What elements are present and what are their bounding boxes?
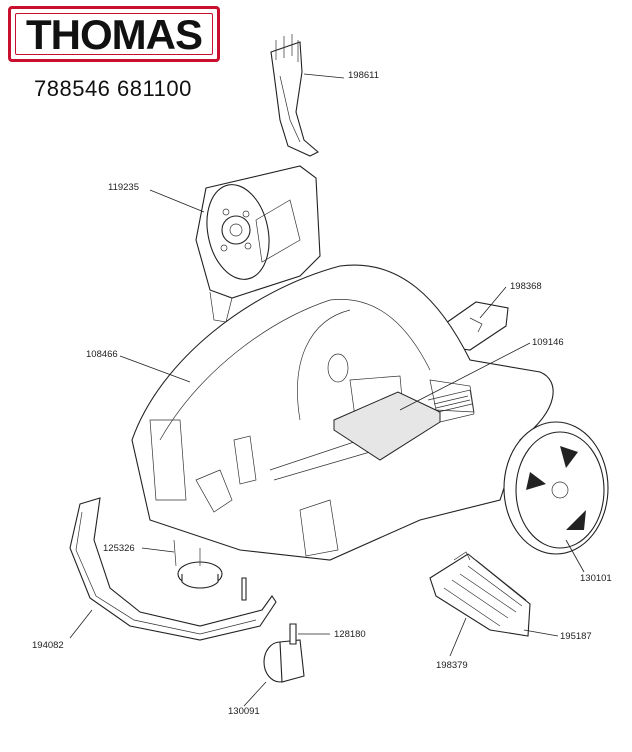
label-130101: 130101 xyxy=(580,573,612,584)
part-119235-drawing xyxy=(195,165,321,323)
logo-border xyxy=(15,13,213,55)
model-numbers: 788546 681100 xyxy=(34,76,192,101)
label-198611: 198611 xyxy=(348,70,379,81)
part-109146-drawing xyxy=(333,389,475,461)
part-130101-drawing xyxy=(503,421,609,555)
leader-lines xyxy=(69,73,585,707)
label-119235: 119235 xyxy=(108,182,139,193)
label-198379: 198379 xyxy=(436,660,468,671)
label-125326: 125326 xyxy=(103,543,135,554)
part-198611-drawing xyxy=(270,34,319,157)
part-130091-drawing xyxy=(263,623,305,683)
label-194082: 194082 xyxy=(32,640,64,651)
label-108466: 108466 xyxy=(86,349,118,360)
label-109146: 109146 xyxy=(532,337,564,348)
label-195187: 195187 xyxy=(560,631,592,642)
thomas-logo: THOMAS xyxy=(8,6,220,62)
part-125326-drawing xyxy=(173,539,247,601)
logo-text: THOMAS xyxy=(26,11,203,58)
label-198368: 198368 xyxy=(510,281,542,292)
part-108466-drawing xyxy=(131,264,554,561)
part-198379-drawing xyxy=(429,551,531,637)
part-194082-drawing xyxy=(69,497,277,641)
label-128180: 128180 xyxy=(334,629,366,640)
label-130091: 130091 xyxy=(228,706,260,717)
